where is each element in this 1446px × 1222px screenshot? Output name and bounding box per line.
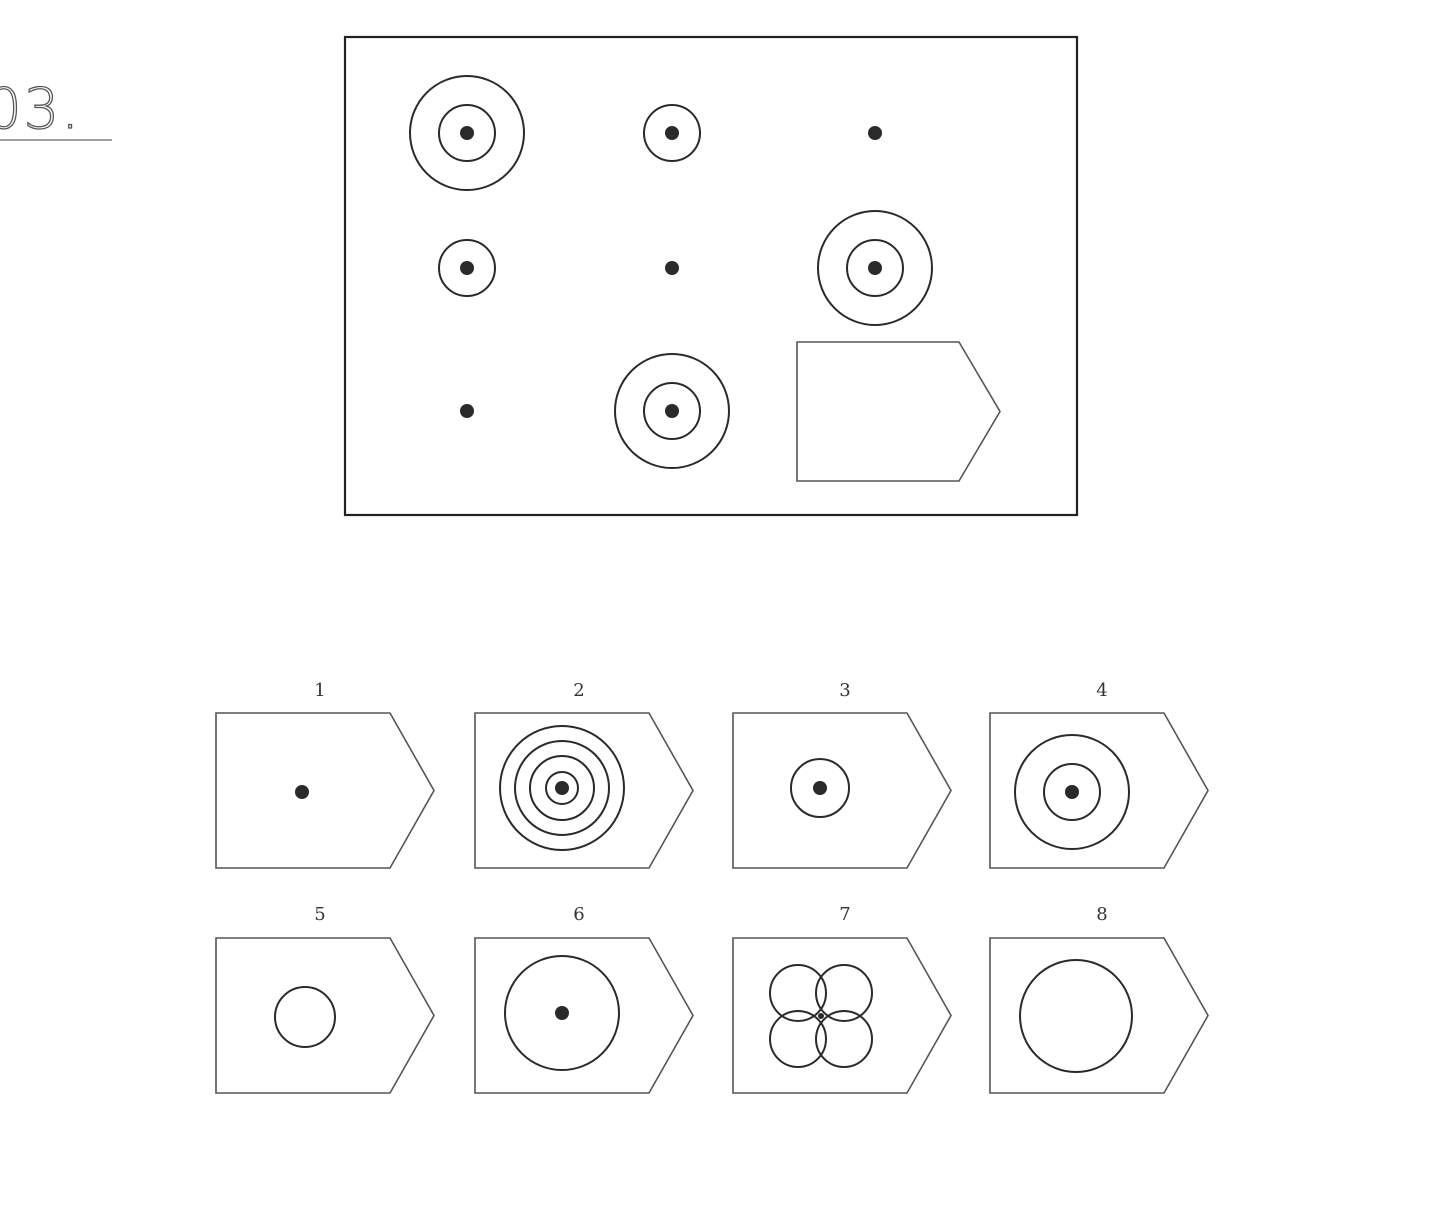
center-dot bbox=[295, 785, 309, 799]
matrix-cell bbox=[460, 404, 474, 418]
ring bbox=[504, 955, 620, 1071]
blank-answer-slot bbox=[796, 341, 1001, 482]
ring bbox=[438, 104, 496, 162]
two-rings-with-dot-icon bbox=[1014, 734, 1130, 850]
ring bbox=[815, 964, 873, 1022]
option-6[interactable]: 6 bbox=[474, 904, 694, 1094]
center-dot bbox=[555, 781, 569, 795]
four-rings-with-dot-icon bbox=[499, 725, 625, 851]
answer-options: 1 2 3 4 5 6 7 8 bbox=[215, 680, 1209, 1094]
option-card bbox=[989, 712, 1209, 869]
ring bbox=[815, 1010, 873, 1068]
ring bbox=[1043, 763, 1101, 821]
matrix-cell bbox=[643, 104, 701, 162]
ring bbox=[846, 239, 904, 297]
question-number: 03. bbox=[0, 77, 81, 142]
option-8[interactable]: 8 bbox=[989, 904, 1209, 1094]
option-card bbox=[732, 712, 952, 869]
option-number: 6 bbox=[573, 904, 584, 925]
option-number: 4 bbox=[1096, 680, 1107, 701]
center-dot bbox=[460, 404, 474, 418]
option-number: 8 bbox=[1096, 904, 1107, 925]
ring bbox=[529, 755, 595, 821]
small-circle-icon bbox=[274, 986, 336, 1048]
center-dot bbox=[868, 126, 882, 140]
ring bbox=[514, 740, 610, 836]
center-dot bbox=[868, 261, 882, 275]
option-number: 2 bbox=[573, 680, 584, 701]
ring bbox=[769, 1010, 827, 1068]
ring bbox=[614, 353, 730, 469]
ring bbox=[274, 986, 336, 1048]
single-dot-icon bbox=[295, 785, 309, 799]
option-number: 1 bbox=[314, 680, 325, 701]
option-card bbox=[732, 937, 952, 1094]
center-dot bbox=[555, 1006, 569, 1020]
center-dot bbox=[665, 261, 679, 275]
matrix-frame bbox=[343, 35, 1079, 517]
ring bbox=[769, 964, 827, 1022]
ring bbox=[409, 75, 525, 191]
matrix-cell bbox=[409, 75, 525, 191]
option-number: 5 bbox=[314, 904, 325, 925]
matrix-cell bbox=[868, 126, 882, 140]
ring bbox=[790, 758, 850, 818]
option-card bbox=[989, 937, 1209, 1094]
center-dot bbox=[818, 1013, 824, 1019]
option-number: 3 bbox=[839, 680, 850, 701]
center-dot bbox=[813, 781, 827, 795]
option-2[interactable]: 2 bbox=[474, 680, 694, 869]
ring bbox=[1019, 959, 1133, 1073]
center-dot bbox=[665, 126, 679, 140]
ring bbox=[643, 104, 701, 162]
ring bbox=[643, 382, 701, 440]
one-ring-with-dot-icon bbox=[790, 758, 850, 818]
large-circle-icon bbox=[1019, 959, 1133, 1073]
matrix-cell bbox=[614, 353, 730, 469]
ring bbox=[1014, 734, 1130, 850]
option-number: 7 bbox=[839, 904, 850, 925]
option-card bbox=[474, 937, 694, 1094]
option-card bbox=[474, 712, 694, 869]
matrix-grid bbox=[409, 75, 1001, 482]
matrix-cell bbox=[817, 210, 933, 326]
center-dot bbox=[460, 126, 474, 140]
center-dot bbox=[1065, 785, 1079, 799]
option-card bbox=[215, 712, 435, 869]
center-dot bbox=[460, 261, 474, 275]
matrix-cell bbox=[665, 261, 679, 275]
option-5[interactable]: 5 bbox=[215, 904, 435, 1094]
matrix-cell bbox=[438, 239, 496, 297]
option-3[interactable]: 3 bbox=[732, 680, 952, 869]
option-1[interactable]: 1 bbox=[215, 680, 435, 869]
option-7[interactable]: 7 bbox=[732, 904, 952, 1094]
four-overlapping-circles-icon bbox=[769, 964, 873, 1068]
ring bbox=[438, 239, 496, 297]
center-dot bbox=[665, 404, 679, 418]
option-4[interactable]: 4 bbox=[989, 680, 1209, 869]
ring bbox=[545, 771, 579, 805]
large-circle-with-dot-icon bbox=[504, 955, 620, 1071]
matrix-cell bbox=[796, 341, 1001, 482]
ring bbox=[817, 210, 933, 326]
ring bbox=[499, 725, 625, 851]
option-card bbox=[215, 937, 435, 1094]
